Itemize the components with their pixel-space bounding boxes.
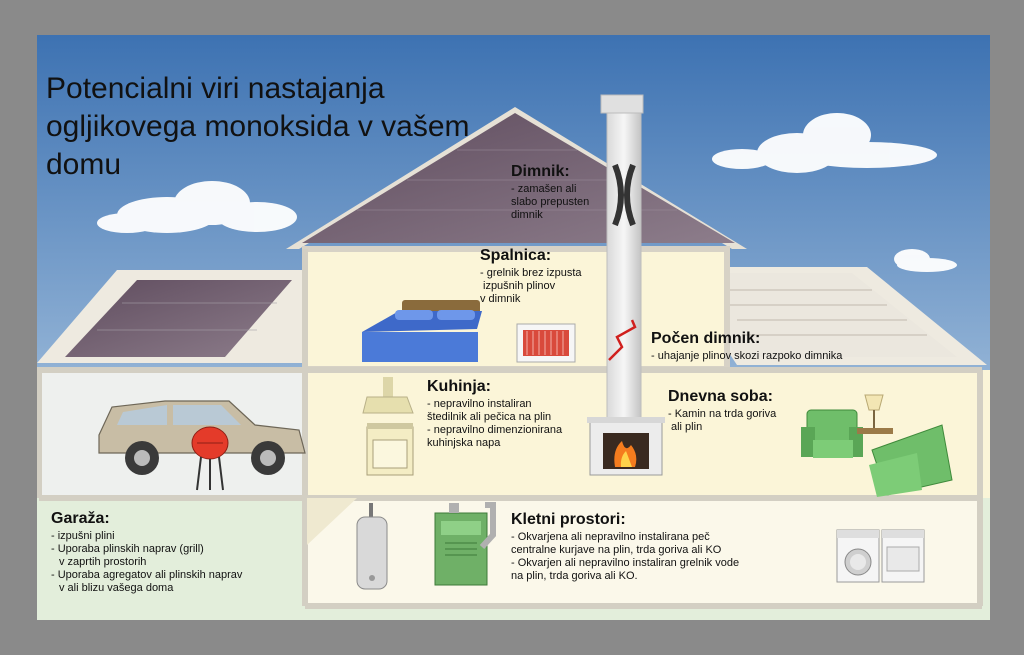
dryer-icon (881, 529, 925, 583)
label-kletni-line: - Okvarjena ali nepravilno instalirana p… (511, 531, 710, 543)
label-pocen-dimnik-line: - uhajanje plinov skozi razpoko dimnika (651, 350, 843, 362)
cloud-icon (97, 181, 297, 233)
label-spalnica-line: izpušnih plinov (483, 280, 556, 292)
range-hood-icon (362, 377, 414, 414)
label-dnevna-soba-line: ali plin (671, 421, 703, 433)
house-scene (37, 35, 990, 620)
label-kletni-prostori: Kletni prostori: - Okvarjena ali nepravi… (511, 511, 739, 583)
page-title: Potencialni viri nastajanja ogljikovega … (46, 72, 470, 181)
label-garaza-line: - izpušni plini (51, 530, 115, 542)
washer-icon (836, 529, 880, 583)
label-pocen-dimnik-heading: Počen dimnik: (651, 330, 761, 347)
label-kuhinja-line: - nepravilno dimenzionirana (427, 424, 563, 436)
label-kuhinja-heading: Kuhinja: (427, 378, 491, 395)
label-kuhinja-line: - nepravilno instaliran (427, 398, 532, 410)
furnace-icon (434, 502, 496, 586)
stove-icon (366, 423, 414, 476)
label-kuhinja-line: kuhinjska napa (427, 437, 501, 449)
label-kletni-line: - Okvarjen ali nepravilno instaliran gre… (511, 557, 740, 569)
label-spalnica-line: - grelnik brez izpusta (480, 267, 582, 279)
label-dnevna-soba-heading: Dnevna soba: (668, 388, 773, 405)
sofa-icon (869, 424, 953, 497)
car-icon (98, 400, 306, 475)
label-dnevna-soba: Dnevna soba: - Kamin na trda goriva ali … (668, 388, 776, 434)
armchair-icon (801, 409, 863, 458)
wall-heater-icon (516, 323, 576, 363)
label-pocen-dimnik: Počen dimnik: - uhajanje plinov skozi ra… (651, 330, 842, 363)
right-roof (687, 273, 957, 357)
water-heater-icon (356, 503, 388, 590)
garage-roof (65, 280, 292, 357)
label-dnevna-soba-line: - Kamin na trda goriva (668, 408, 777, 420)
cloud-icon (712, 113, 937, 173)
label-garaza: Garaža: - izpušni plini - Uporaba plinsk… (51, 510, 242, 595)
crack-icon (608, 319, 637, 361)
label-spalnica-line: v dimnik (480, 293, 521, 305)
label-garaza-line: v zaprtih prostorih (59, 556, 147, 568)
label-kletni-heading: Kletni prostori: (511, 511, 626, 528)
chimney-icon (600, 94, 644, 434)
fireplace-icon (587, 417, 665, 476)
label-kletni-line: centralne kurjave na plin, trda goriva a… (511, 544, 722, 556)
stairs (307, 498, 357, 545)
grill-icon (191, 426, 229, 491)
label-garaza-line: v ali blizu vašega doma (59, 582, 174, 594)
label-garaza-line: - Uporaba plinskih naprav (grill) (51, 543, 204, 555)
label-dimnik-line: slabo prepusten (511, 196, 590, 208)
lamp-icon (857, 394, 893, 434)
label-dimnik-line: - zamašen ali (511, 183, 577, 195)
label-garaza-heading: Garaža: (51, 510, 110, 527)
label-kletni-line: na plin, trda goriva ali KO. (511, 570, 638, 582)
label-kuhinja: Kuhinja: - nepravilno instaliran štediln… (427, 378, 562, 450)
label-spalnica-heading: Spalnica: (480, 247, 552, 264)
label-spalnica: Spalnica: - grelnik brez izpusta izpušni… (480, 247, 582, 306)
label-dimnik-heading: Dimnik: (511, 163, 570, 180)
house-illustration (37, 35, 990, 620)
label-dimnik: Dimnik: - zamašen ali slabo prepusten di… (511, 163, 589, 222)
label-kuhinja-line: štedilnik ali pečica na plin (427, 411, 552, 423)
bed-icon (362, 300, 482, 362)
label-dimnik-line: dimnik (511, 209, 543, 221)
label-garaza-line: - Uporaba agregatov ali plinskih naprav (51, 569, 243, 581)
cloud-icon (894, 249, 957, 272)
